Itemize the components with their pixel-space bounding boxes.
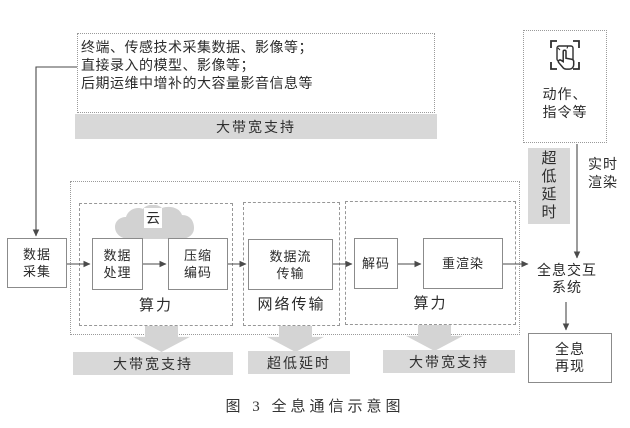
data-stream-box: 数据流 传输 — [248, 239, 333, 290]
source-line-1: 终端、传感技术采集数据、影像等； — [81, 39, 313, 55]
interaction-input-box: 动作、 指令等 — [523, 30, 607, 143]
holo-repro-line2: 再现 — [555, 358, 585, 374]
realtime-render-label: 实时 渲染 — [584, 155, 622, 191]
bottom-bandwidth-bar-1: 大带宽支持 — [73, 352, 233, 375]
source-line-2: 直接录入的模型、影像等； — [81, 57, 255, 73]
vertical-latency-bar: 超低延时 — [528, 148, 570, 224]
figure-caption: 图 3 全息通信示意图 — [225, 399, 405, 415]
data-capture-box: 数据 采集 — [7, 238, 67, 288]
source-description-box: 终端、传感技术采集数据、影像等； 直接录入的模型、影像等； 后期运维中增补的大容… — [77, 33, 435, 113]
data-stream-line2: 传输 — [276, 265, 305, 281]
tap-gesture-icon — [550, 40, 580, 70]
interaction-line2: 指令等 — [542, 104, 588, 120]
data-capture-line2: 采集 — [22, 264, 51, 279]
decode-box: 解码 — [354, 238, 398, 289]
compute-zone2-label: 算力 — [413, 295, 448, 312]
data-capture-line1: 数据 — [22, 247, 51, 262]
source-description-text: 终端、传感技术采集数据、影像等； 直接录入的模型、影像等； 后期运维中增补的大容… — [81, 38, 431, 92]
holo-system-line1: 全息交互 — [537, 262, 597, 278]
holo-interaction-system-label: 全息交互 系统 — [530, 262, 604, 296]
network-zone-label: 网络传输 — [257, 296, 326, 313]
holo-system-line2: 系统 — [552, 279, 582, 295]
re-render-box: 重渲染 — [423, 238, 503, 289]
interaction-text: 动作、 指令等 — [543, 85, 588, 121]
compression-encoding-line1: 压缩 — [183, 248, 212, 263]
compression-encoding-box: 压缩 编码 — [168, 238, 228, 290]
data-processing-box: 数据 处理 — [92, 238, 143, 290]
top-bandwidth-bar: 大带宽支持 — [75, 114, 437, 139]
bottom-bandwidth-bar-2: 大带宽支持 — [383, 350, 515, 373]
vertical-latency-label: 超低延时 — [541, 150, 557, 221]
data-processing-line2: 处理 — [103, 265, 132, 280]
decode-label: 解码 — [361, 256, 390, 271]
source-line-3: 后期运维中增补的大容量影音信息等 — [81, 75, 313, 91]
cloud-label: 云 — [144, 208, 162, 228]
interaction-line1: 动作、 — [542, 86, 588, 102]
bottom-latency-bar: 超低延时 — [248, 351, 350, 374]
realtime-line1: 实时 — [588, 156, 618, 172]
re-render-label: 重渲染 — [441, 256, 484, 271]
holo-reproduction-box: 全息 再现 — [528, 333, 612, 383]
compression-encoding-line2: 编码 — [183, 265, 212, 280]
data-processing-line1: 数据 — [103, 248, 132, 263]
holo-repro-line1: 全息 — [555, 341, 585, 357]
realtime-line2: 渲染 — [588, 174, 618, 190]
data-stream-line1: 数据流 — [269, 248, 312, 264]
compute-zone1-label: 算力 — [138, 297, 173, 314]
